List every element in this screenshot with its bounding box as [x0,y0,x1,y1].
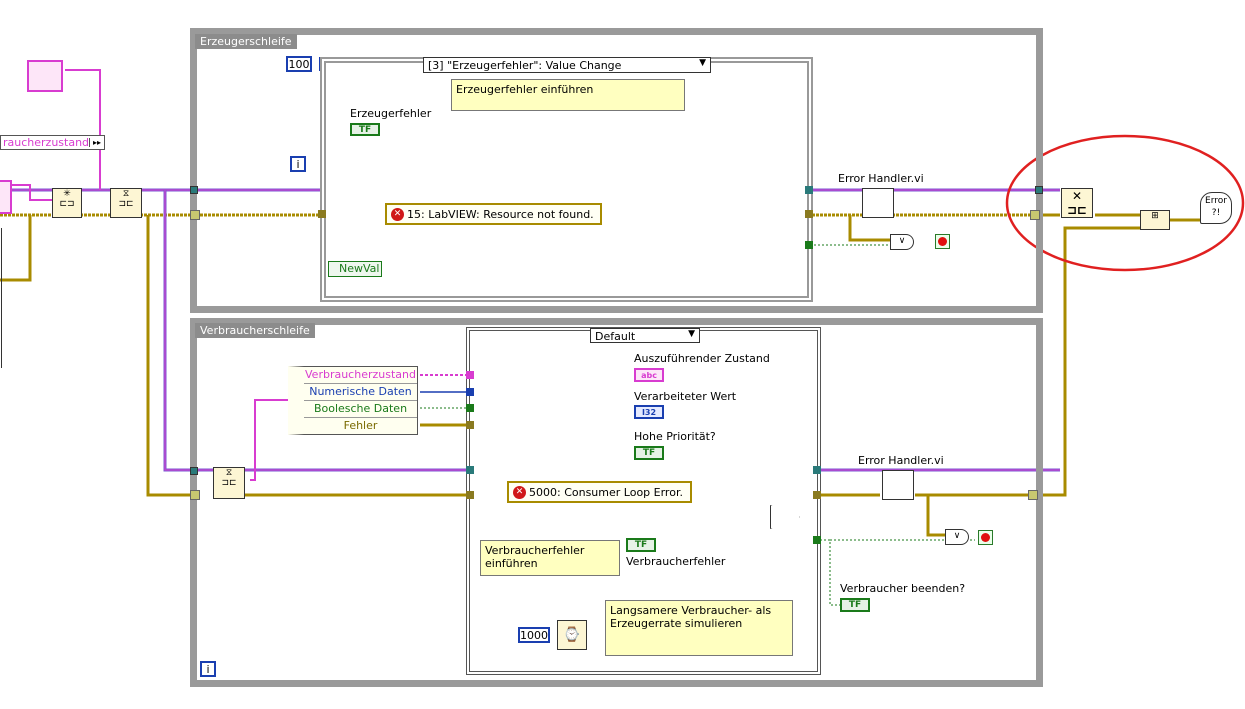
consumer-error-constant[interactable]: ✕ 5000: Consumer Loop Error. [507,481,692,503]
note-producer-error: Erzeugerfehler einführen [451,79,685,111]
producer-error-control-label: Erzeugerfehler [350,107,432,120]
error-handler-vi-consumer[interactable] [882,470,914,500]
or-gate-consumer: ∨ [945,529,969,545]
priority-indicator-label: Hohe Priorität? [634,430,716,443]
unbundle-by-name[interactable]: Verbraucherzustand Numerische Daten Bool… [288,366,418,435]
left-border-box [0,228,2,368]
case-tunnel-bool-out [813,536,821,544]
case-tunnel-string [466,371,474,379]
state-constant-text: raucherzustand [3,136,90,149]
error-handler-label-consumer: Error Handler.vi [858,454,944,467]
queue-tunnel-left [190,186,198,194]
producer-while-loop [190,28,1043,313]
note-consumer-error: Verbraucherfehler einführen [480,540,620,576]
note-slow-consumer: Langsamere Verbraucher- als Erzeugerrate… [605,600,793,656]
event-tunnel-left [318,210,326,218]
stop-terminal-consumer [978,530,993,545]
consumer-shift-register-right [1028,490,1038,500]
stop-consumer-label: Verbraucher beenden? [840,582,966,595]
producer-loop-label: Erzeugerschleife [195,34,297,49]
chevron-down-icon: ▼ [699,58,706,68]
consumer-error-boolean[interactable]: TF [626,538,656,552]
case-tunnel-error-in [466,491,474,499]
enum-arrow-icon: ▸▸ [89,138,104,147]
chevron-down-icon: ▼ [688,329,695,339]
pink-cluster-constant-left [0,180,12,214]
case-tunnel-error [466,421,474,429]
producer-error-text: 15: LabVIEW: Resource not found. [407,207,594,221]
wait-constant[interactable]: 1000 [518,627,550,643]
newval-label: NewVal [339,262,380,275]
producer-error-constant[interactable]: ✕ 15: LabVIEW: Resource not found. [385,203,602,225]
wait-ms-node[interactable]: ⌚ [557,620,587,650]
stop-terminal-producer [935,234,950,249]
event-tunnel-right [805,210,813,218]
consumer-while-loop [190,318,1043,687]
case-selector-label: Default [595,330,636,343]
error-handler-label-producer: Error Handler.vi [838,172,924,185]
consumer-queue-tunnel-left [190,467,198,475]
unbundle-item-state: Verbraucherzustand [304,367,417,384]
event-structure [320,57,813,302]
state-indicator: abc [634,368,664,382]
unbundle-item-numeric: Numerische Daten [304,384,417,401]
consumer-iteration-terminal: i [200,661,216,677]
unbundle-item-boolean: Boolesche Daten [304,401,417,418]
producer-error-boolean[interactable]: TF [350,123,380,136]
producer-exit-queue-tunnel [1035,186,1043,194]
event-selector-label: [3] "Erzeugerfehler": Value Change [428,59,622,72]
string-constant-left: raucherzustand ▸▸ [0,135,105,150]
consumer-error-text: 5000: Consumer Loop Error. [529,485,683,499]
shift-register-left [190,210,200,220]
unbundle-item-error: Fehler [343,419,378,432]
error-x-icon: ✕ [391,207,404,221]
state-indicator-label: Auszuführender Zustand [634,352,770,365]
enqueue-node[interactable]: ⧖⊐⊏ [110,188,142,218]
case-tunnel-boolean [466,404,474,412]
newval-terminal: NewVal [328,261,382,277]
case-tunnel-queue-in [466,466,474,474]
event-tunnel-queue-right [805,186,813,194]
value-indicator-label: Verarbeiteter Wert [634,390,737,403]
stop-consumer-indicator: TF [840,598,870,612]
release-queue-node[interactable]: ✕⊐⊏ [1061,188,1093,218]
obtain-queue-node[interactable]: ✳⊏⊐ [52,188,82,218]
error-x-icon: ✕ [513,485,526,499]
error-bubble-text: Error ?! [1205,196,1227,218]
consumer-shift-register-left [190,490,200,500]
event-case-selector[interactable]: [3] "Erzeugerfehler": Value Change ▼ [423,57,711,73]
case-tunnel-error-out [813,491,821,499]
event-bool-tunnel [805,241,813,249]
queue-refnum-constant[interactable] [27,60,63,92]
merge-errors-node[interactable]: ⊞ [1140,210,1170,230]
case-tunnel-queue-out [813,466,821,474]
iteration-terminal: i [290,156,306,172]
error-handler-vi-producer[interactable] [862,188,894,218]
consumer-loop-label: Verbraucherschleife [195,323,315,338]
case-tunnel-numeric [466,388,474,396]
simple-error-handler-icon[interactable]: Error ?! [1200,192,1232,224]
or-gate-producer: ∨ [890,234,914,250]
priority-indicator: TF [634,446,664,460]
shift-register-right [1030,210,1040,220]
highlight-ellipse [1005,134,1245,272]
dequeue-node[interactable]: ⧖⊐⊏ [213,467,245,499]
value-indicator: I32 [634,405,664,419]
case-selector[interactable]: Default ▼ [590,328,700,343]
timeout-constant[interactable]: 100 [286,56,312,72]
consumer-error-label: Verbraucherfehler [626,555,726,568]
